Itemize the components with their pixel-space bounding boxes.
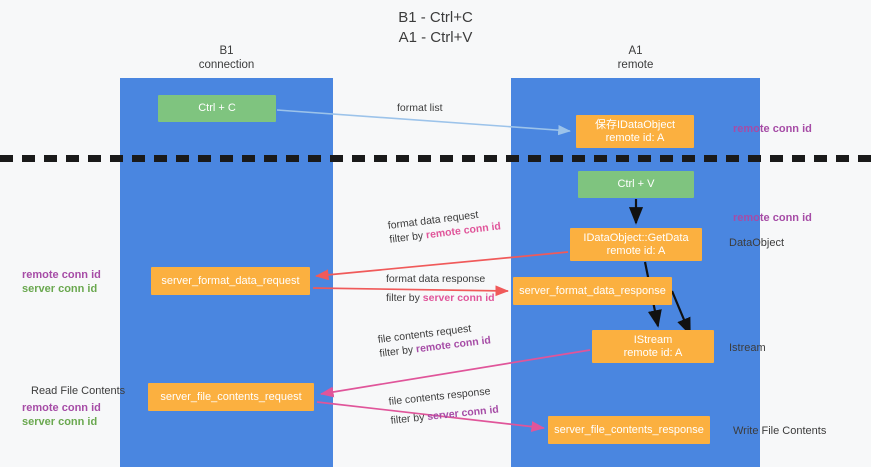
annotation-remote-conn-id-top: remote conn id (733, 122, 812, 136)
node-idataobject-getdata-subtitle: remote id: A (606, 244, 666, 257)
annotation-write-file-contents: Write File Contents (733, 424, 826, 438)
lane-header-b1-name: B1 (219, 45, 234, 57)
annotation-left-conn-bottom-remote: remote conn id (22, 402, 101, 414)
node-server-format-data-response-label: server_format_data_response (519, 284, 666, 297)
node-save-idataobject[interactable]: 保存IDataObject remote id: A (576, 115, 694, 148)
edge-label-file-contents-request: file contents request filter by remote c… (377, 319, 492, 360)
filter-prefix: filter by (378, 343, 417, 360)
page-title: B1 - Ctrl+C A1 - Ctrl+V (0, 8, 871, 48)
annotation-left-conn-bottom: remote conn id server conn id (22, 401, 101, 429)
node-server-format-data-response[interactable]: server_format_data_response (513, 277, 672, 305)
node-ctrl-v[interactable]: Ctrl + V (578, 171, 694, 198)
node-idataobject-getdata[interactable]: IDataObject::GetData remote id: A (570, 228, 702, 261)
node-ctrl-v-label: Ctrl + V (617, 178, 655, 190)
edge-label-format-list-text: format list (397, 102, 443, 114)
edge-label-format-data-response-text: format data response (386, 273, 486, 285)
node-server-format-data-request-label: server_format_data_request (161, 274, 300, 287)
annotation-left-conn-mid: remote conn id server conn id (22, 268, 101, 296)
node-istream-title: IStream (633, 333, 673, 346)
edge-label-file-contents-response: file contents response filter by server … (388, 384, 499, 428)
node-server-file-contents-request[interactable]: server_file_contents_request (148, 383, 314, 411)
edge-label-format-data-request: format data request filter by remote con… (387, 205, 502, 246)
annotation-remote-conn-id-mid: remote conn id (733, 211, 812, 225)
filter-prefix: filter by (388, 229, 427, 246)
node-server-file-contents-request-label: server_file_contents_request (160, 390, 302, 403)
annotation-read-file-contents: Read File Contents (31, 384, 125, 398)
annotation-left-conn-bottom-server: server conn id (22, 416, 98, 428)
lane-header-a1-role: remote (617, 59, 654, 71)
annotation-left-conn-mid-server: server conn id (22, 283, 98, 295)
lane-header-b1: B1 connection (120, 44, 333, 72)
node-server-file-contents-response-label: server_file_contents_response (554, 423, 704, 436)
title-line-1: B1 - Ctrl+C (398, 9, 473, 26)
node-istream[interactable]: IStream remote id: A (592, 330, 714, 363)
node-server-file-contents-response[interactable]: server_file_contents_response (548, 416, 710, 444)
annotation-write-file-contents-text: Write File Contents (733, 425, 827, 437)
annotation-istream: Istream (729, 341, 766, 355)
node-ctrl-c[interactable]: Ctrl + C (158, 95, 276, 122)
annotation-dataobject: DataObject (729, 236, 784, 250)
edge-label-format-data-response-filter: filter by server conn id (386, 291, 495, 305)
filter-key-server-conn-id: server conn id (422, 292, 495, 304)
filter-prefix: filter by (386, 292, 423, 304)
node-save-idataobject-title: 保存IDataObject (594, 118, 676, 131)
annotation-remote-conn-id-mid-text: remote conn id (733, 212, 812, 224)
node-save-idataobject-subtitle: remote id: A (605, 131, 665, 144)
annotation-remote-conn-id-top-text: remote conn id (733, 123, 812, 135)
lane-header-b1-role: connection (198, 59, 255, 71)
lane-header-a1-name: A1 (628, 45, 643, 57)
filter-prefix: filter by (390, 411, 428, 427)
filter-key-server-conn-id: server conn id (426, 403, 500, 423)
phase-divider (0, 155, 871, 162)
annotation-read-file-contents-text: Read File Contents (31, 385, 126, 397)
node-istream-subtitle: remote id: A (623, 346, 683, 359)
title-line-2: A1 - Ctrl+V (398, 29, 473, 46)
annotation-left-conn-mid-remote: remote conn id (22, 269, 101, 281)
node-idataobject-getdata-title: IDataObject::GetData (583, 231, 689, 244)
lane-header-a1: A1 remote (511, 44, 760, 72)
annotation-istream-text: Istream (729, 342, 766, 354)
node-server-format-data-request[interactable]: server_format_data_request (151, 267, 310, 295)
node-ctrl-c-label: Ctrl + C (198, 102, 236, 114)
edge-label-format-list: format list (397, 101, 443, 115)
annotation-dataobject-text: DataObject (729, 237, 785, 249)
edge-label-format-data-response: format data response filter by server co… (386, 272, 495, 305)
